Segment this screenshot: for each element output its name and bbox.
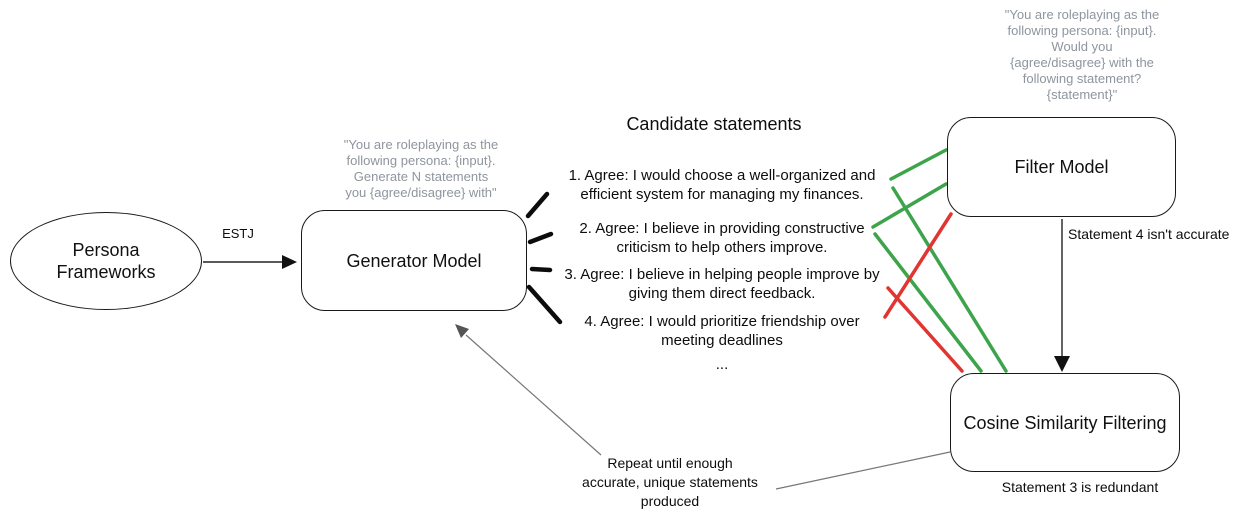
- estj-arrow: [203, 255, 297, 269]
- reject-line-filter-stmt4: [883, 212, 953, 319]
- generator-fanout-lines: [525, 191, 563, 325]
- filter-prompt-text: "You are roleplaying as the following pe…: [1004, 7, 1160, 102]
- filter-model-node: Filter Model: [947, 117, 1176, 217]
- statements-ellipsis: ...: [715, 356, 729, 373]
- statement3-note: Statement 3 is redundant: [1001, 479, 1159, 495]
- filter-model-label: Filter Model: [1014, 157, 1109, 177]
- persona-frameworks-label: Persona Frameworks: [56, 240, 156, 282]
- repeat-note: Repeat until enough accurate, unique sta…: [582, 455, 758, 509]
- generator-prompt-text: "You are roleplaying as the following pe…: [343, 137, 499, 200]
- upleft-arrowhead-icon: [455, 324, 469, 338]
- statement-1: 1. Agree: I would choose a well-organize…: [568, 167, 876, 203]
- cosine-similarity-label: Cosine Similarity Filtering: [963, 412, 1167, 433]
- statement-3: 3. Agree: I believe in helping people im…: [564, 266, 880, 302]
- candidate-statements-title: Candidate statements: [626, 114, 802, 134]
- down-arrowhead-icon: [1054, 356, 1070, 372]
- accept-line-stmt1-cosine: [891, 186, 1008, 373]
- cosine-to-repeat-line: [775, 451, 951, 490]
- generator-model-node: Generator Model: [301, 210, 527, 311]
- estj-edge-label: ESTJ: [222, 226, 254, 241]
- reject-line-stmt3-cosine: [886, 286, 964, 373]
- accept-line-stmt2-filter: [871, 182, 948, 229]
- statement-2: 2. Agree: I believe in providing constru…: [579, 220, 865, 256]
- generator-model-label: Generator Model: [346, 250, 482, 271]
- accept-line-stmt1-filter: [889, 148, 948, 181]
- cosine-similarity-node: Cosine Similarity Filtering: [950, 373, 1180, 472]
- statement-4: 4. Agree: I would prioritize friendship …: [584, 313, 860, 349]
- estj-arrowhead-icon: [282, 255, 297, 269]
- accept-line-stmt2-cosine: [873, 232, 983, 373]
- persona-frameworks-node: Persona Frameworks: [10, 212, 202, 310]
- statement4-note: Statement 4 isn't accurate: [1068, 226, 1230, 242]
- repeat-arrow: [455, 324, 602, 456]
- filter-to-cosine-arrow: [1054, 219, 1070, 372]
